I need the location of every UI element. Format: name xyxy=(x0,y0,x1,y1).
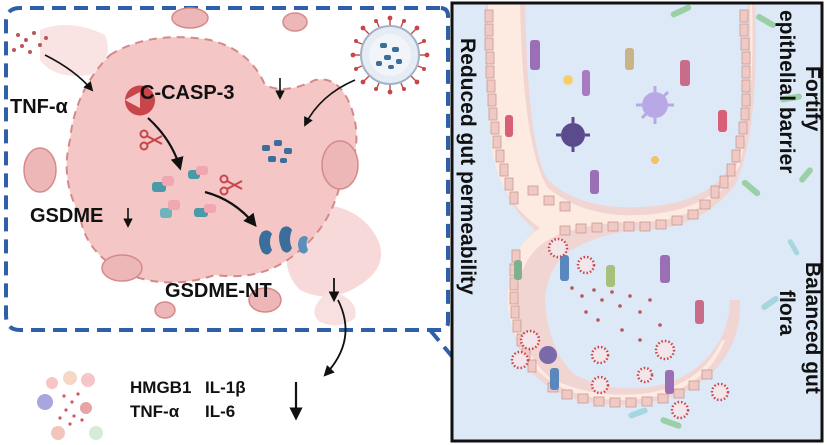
label-fortify: Fortify xyxy=(801,66,824,132)
label-balanced-gut: Balanced gut xyxy=(801,262,824,394)
label-reduced-gut-permeability: Reduced gut permeability xyxy=(456,38,479,295)
arrow-tnf-in xyxy=(44,54,94,92)
cytokine-particles-icon xyxy=(37,371,103,440)
label-c-casp3: C-CASP-3 xyxy=(140,82,235,104)
pathogen-dots xyxy=(570,286,662,342)
dashed-frame xyxy=(4,6,450,332)
label-tnf-alpha: TNF-α xyxy=(10,96,68,118)
gsdme-protein-icon xyxy=(152,166,216,218)
label-gsdme: GSDME xyxy=(30,205,104,227)
gsdme-nt-icon xyxy=(259,226,308,255)
scissors-icon xyxy=(219,174,243,196)
scissors-icon xyxy=(139,129,163,151)
arrow-virus-in xyxy=(304,79,356,127)
debris-blob xyxy=(321,140,359,190)
label-release-tnf-alpha: TNF-α xyxy=(130,402,180,421)
left-panel xyxy=(4,6,522,440)
immune-cell-icon xyxy=(539,75,674,364)
label-il1b: IL-1β xyxy=(205,378,246,397)
epithelium-cells xyxy=(484,9,751,408)
leak-blob xyxy=(40,25,108,76)
virus-particle-icon xyxy=(262,140,292,163)
leak-blob xyxy=(314,290,356,326)
debris-blob xyxy=(248,287,282,313)
label-flora: flora xyxy=(775,290,798,336)
label-epithelial-barrier: epithelial barrier xyxy=(775,10,798,174)
label-hmgb1: HMGB1 xyxy=(130,378,192,397)
virus-icon xyxy=(350,15,430,95)
lamina-propria xyxy=(470,3,756,405)
tnf-particles xyxy=(12,31,48,54)
right-panel-frame xyxy=(450,1,824,443)
goblet-cells xyxy=(505,40,727,394)
virus-small-icon xyxy=(510,237,730,420)
label-gsdme-nt: GSDME-NT xyxy=(165,280,272,302)
villus-core xyxy=(487,3,753,401)
arrow-cleave-2 xyxy=(204,190,257,228)
label-il6: IL-6 xyxy=(205,402,236,421)
debris-blob xyxy=(282,12,308,32)
debris-blob xyxy=(23,147,57,193)
arrow-cleave-1 xyxy=(147,117,184,171)
right-panel xyxy=(452,3,822,441)
debris-blob xyxy=(101,254,143,282)
debris-blob xyxy=(171,7,209,29)
arrow-release xyxy=(323,299,347,377)
bacteria-icon xyxy=(628,4,813,429)
debris-blob xyxy=(154,301,176,319)
